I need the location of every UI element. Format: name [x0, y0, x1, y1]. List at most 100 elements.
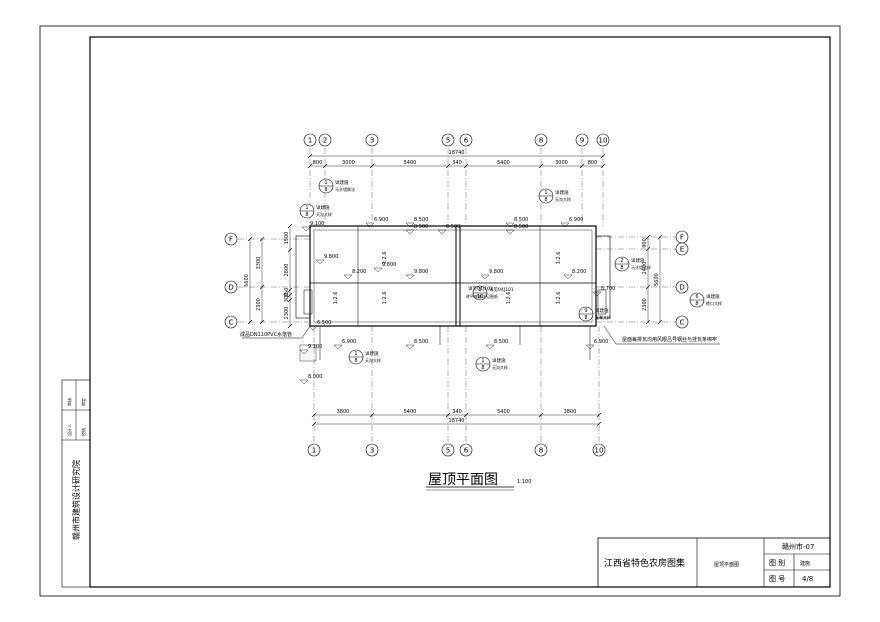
drawing-scale: 1:100 — [517, 479, 531, 485]
elevation-value: 9.800 — [489, 269, 503, 275]
dim-label: 340 — [452, 160, 462, 166]
elevation-value: 8.000 — [308, 374, 322, 380]
elevation-value: 9.100 — [308, 344, 322, 350]
elevation-value: 8.500 — [414, 339, 428, 345]
elevation-value: 6.900 — [569, 217, 583, 223]
axis-top-bubble: 9 — [575, 133, 589, 147]
axis-right-bubble-label: F — [680, 233, 684, 242]
detail-bubble-sub: 马头墙做法 — [335, 186, 355, 192]
axis-bottom-bubble: 1 — [307, 443, 321, 457]
category-value: 建施 — [800, 560, 810, 567]
elevation-mark: 8.500 — [505, 217, 528, 228]
axis-top-bubble-label: 10 — [598, 136, 608, 145]
detail-bubble-note: 详建施 — [492, 357, 506, 364]
elevation-value: 8.200 — [352, 269, 366, 275]
dim-label: 18740 — [449, 150, 465, 156]
dim-label: 3000 — [342, 160, 355, 166]
detail-bubble-sub: 檐口大样 — [706, 300, 722, 306]
detail-bubble-sub: 天沟大样 — [492, 364, 508, 370]
detail-bubble-bottom: 8 — [324, 187, 327, 193]
axis-left-bubble: D — [224, 280, 238, 294]
inner-frame — [89, 36, 831, 588]
detail-bubble-note: 详建施 — [555, 189, 569, 196]
elevation-mark: 8.500 — [405, 339, 428, 350]
detail-bubble-sub: 马头墙大样 — [631, 264, 651, 270]
dim-label: 3000 — [555, 160, 568, 166]
elevation-mark: 9.800 — [373, 262, 396, 273]
detail-bubble-note: 详见04J101 — [489, 286, 514, 293]
detail-bubble-note: 详建施 — [335, 179, 349, 186]
outer-frame — [39, 25, 841, 597]
axis-top-bubble: 3 — [365, 133, 379, 147]
detail-bubble-top: 2 — [620, 258, 623, 264]
axis-left-bubble-label: C — [228, 318, 233, 327]
elevation-value: 8.500 — [414, 217, 428, 223]
leader-notes: 成品DN110PVC水落管 屋面每排瓦均用风眼吕号钢丝与挂瓦条绑牢 详见04J1… — [240, 285, 720, 345]
elevation-value: 8.500 — [514, 217, 528, 223]
elevation-mark: 8.200 — [563, 269, 586, 280]
elevation-value: 9.100 — [310, 221, 324, 227]
detail-bubble-top: 6 — [695, 294, 698, 300]
note-detail-ref: 详见04J101 — [468, 285, 493, 292]
axis-right-bubble-label: C — [679, 318, 684, 327]
axis-right-bubble: F — [675, 230, 689, 244]
detail-bubble-top: 1 — [324, 180, 327, 186]
category-label: 图 别 — [769, 558, 785, 567]
axis-bottom-bubble-label: 1 — [312, 446, 317, 455]
elevation-value: 8.500 — [414, 224, 428, 230]
axis-bottom-bubble-label: 3 — [370, 446, 375, 455]
detail-bubble-sub: 天沟大样 — [555, 196, 571, 202]
axis-bottom-bubble-label: 8 — [539, 446, 544, 455]
detail-bubble-bottom: 8 — [695, 301, 698, 307]
note-detail-ref-sub: 砖不底座详见图纸 — [466, 293, 498, 299]
detail-bubble-bottom: 8 — [584, 315, 587, 321]
elevation-mark: 6.500 — [308, 320, 331, 331]
elevation-value: 6.900 — [374, 217, 388, 223]
axis-top-bubble-label: 9 — [580, 136, 585, 145]
detail-bubble-note: 详建施 — [631, 257, 645, 264]
note-downpipe: 成品DN110PVC水落管 — [240, 331, 292, 338]
role-4: 审定 — [80, 398, 86, 406]
institute-name: 赣州市建筑设计研究院 — [71, 460, 81, 540]
dim-label: 5400 — [404, 409, 417, 415]
axis-top-bubble: 2 — [318, 133, 332, 147]
elevation-mark: 9.800 — [480, 269, 503, 280]
dim-label: 2300 — [284, 307, 290, 320]
elevation-mark: 8.500 — [505, 224, 528, 235]
axis-top-bubble-label: 2 — [323, 136, 328, 145]
axis-top-bubble: 5 — [441, 133, 455, 147]
axis-bottom-bubble-label: 5 — [446, 446, 451, 455]
dim-label: 3800 — [564, 409, 577, 415]
axis-right-bubble-label: E — [680, 245, 685, 254]
note-ridge: 屋面每排瓦均用风眼吕号钢丝与挂瓦条绑牢 — [622, 336, 717, 343]
slope-label: 1:2.6 — [382, 292, 388, 305]
title-block: 江西省特色农房图集 屋顶平面图 赣州市-07 图 别 建施 图 号 4/8 — [597, 537, 831, 588]
elevation-mark: 8.500 — [405, 224, 428, 235]
number-value: 4/8 — [802, 575, 813, 583]
elevation-value: 8.700 — [601, 286, 615, 292]
drawing-title: 屋顶平面图 — [428, 472, 498, 488]
elevation-mark: 6.900 — [585, 339, 608, 350]
detail-bubble-bottom: 8 — [354, 358, 357, 364]
elevation-mark: 8.000 — [299, 374, 322, 385]
axis-left-bubble-label: D — [228, 283, 234, 292]
roof-plan — [295, 225, 611, 362]
slope-label: 1:2.6 — [556, 252, 562, 265]
detail-bubble-bottom: 8 — [481, 365, 484, 371]
detail-bubble-top: 1 — [478, 287, 481, 293]
slope-label: 1:2.6 — [556, 292, 562, 305]
dim-label: 5400 — [497, 409, 510, 415]
axis-top-bubble-label: 1 — [308, 136, 313, 145]
dim-label: 2300 — [256, 298, 262, 311]
detail-bubble-bottom: 8 — [305, 212, 308, 218]
elevation-value: 9.800 — [382, 262, 396, 268]
elevation-value: 8.500 — [514, 224, 528, 230]
elevation-value: 8.500 — [446, 224, 460, 230]
